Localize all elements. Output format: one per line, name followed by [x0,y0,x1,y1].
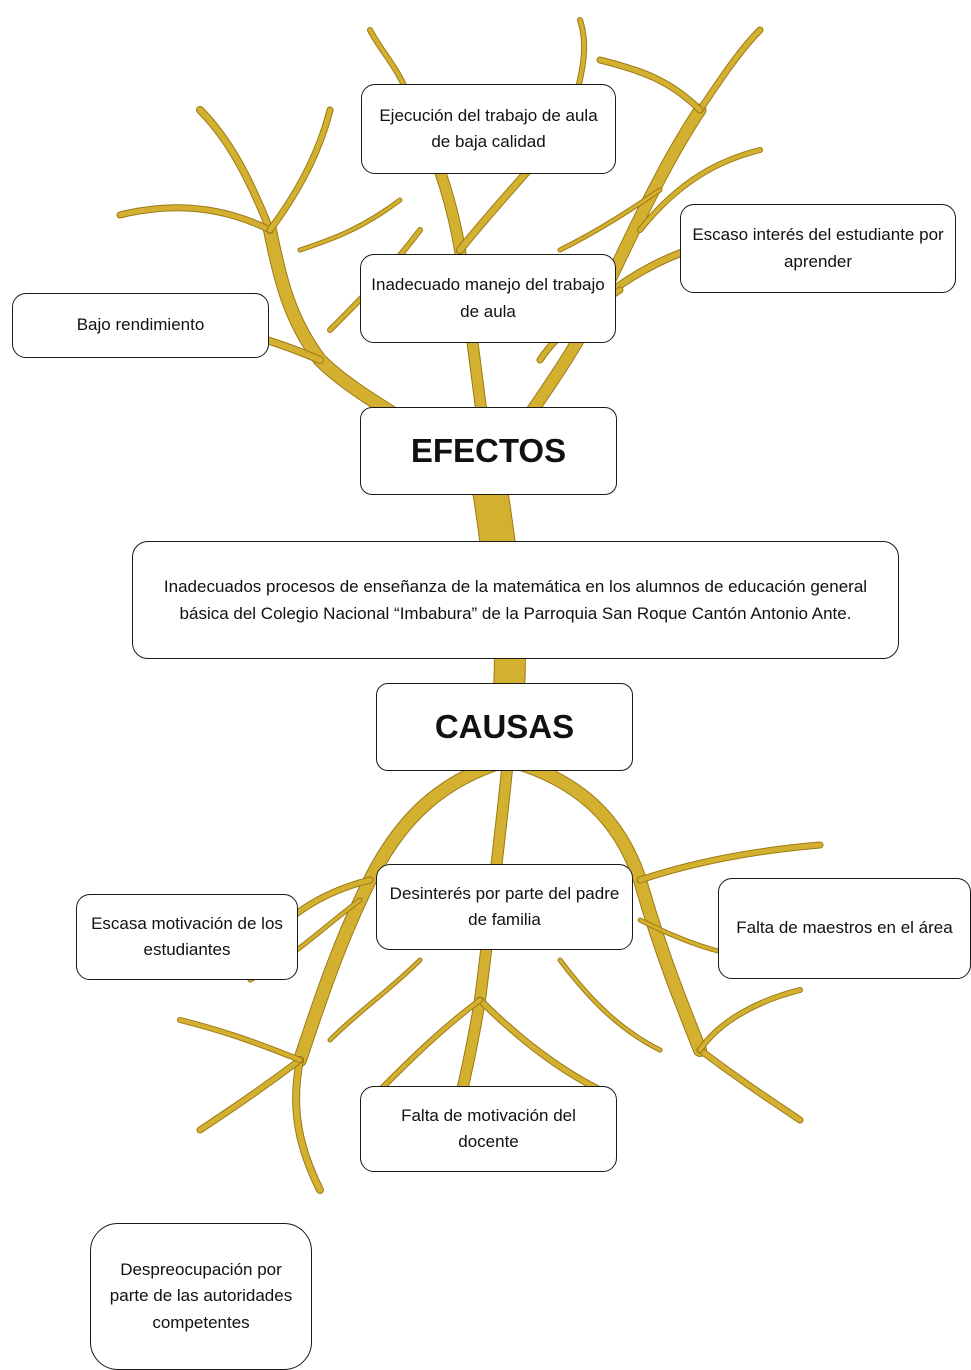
effect-text: Ejecución del trabajo de aula de baja ca… [379,105,598,151]
tree-branch [698,988,802,1052]
cause-box-teacher-motivation: Falta de motivación del docente [360,1086,617,1172]
tree-branch [197,107,273,233]
tree-branch [638,148,762,232]
tree-branch [267,107,333,233]
tree-branch [117,205,273,233]
central-problem-box: Inadecuados procesos de enseñanza de la … [132,541,899,659]
effect-box-low-performance: Bajo rendimiento [12,293,269,358]
effect-text: Inadecuado manejo del trabajo de aula [371,275,605,321]
tree-branch [293,1057,323,1193]
cause-text: Desinterés por parte del padre de famili… [389,883,620,929]
tree-branch [178,1018,302,1062]
central-problem-text: Inadecuados procesos de enseñanza de la … [163,576,868,623]
tree-branch [328,958,422,1042]
tree-branch [637,842,823,883]
effect-box-student-interest: Escaso interés del estudiante por aprend… [680,204,956,293]
tree-branch-shadow [476,996,604,1094]
tree-branch [197,1057,303,1133]
cause-text: Falta de motivación del docente [401,1105,576,1151]
effect-text: Bajo rendimiento [76,315,205,335]
tree-branch-shadow [636,841,824,884]
tree-branch-shadow [297,197,403,253]
cause-box-student-motivation: Escasa motivación de los estudiantes [76,894,298,980]
cause-text: Despreocupación por parte de las autorid… [109,1259,293,1332]
tree-branch-shadow [266,106,334,234]
effects-title-text: EFECTOS [410,432,567,470]
effect-box-classwork-management: Inadecuado manejo del trabajo de aula [360,254,616,343]
tree-branch [697,1047,803,1123]
tree-branch [597,57,703,113]
tree-branch [477,997,603,1093]
tree-branch [378,998,482,1092]
tree-branch [697,27,763,113]
tree-branch [298,198,402,252]
cause-box-parent-disinterest: Desinterés por parte del padre de famili… [376,864,633,950]
effect-text: Escaso interés del estudiante por aprend… [692,225,944,271]
cause-text: Falta de maestros en el área [736,918,953,938]
cause-text: Escasa motivación de los estudiantes [91,913,283,959]
effect-box-classwork-quality: Ejecución del trabajo de aula de baja ca… [361,84,616,174]
causes-title-text: CAUSAS [434,708,575,746]
cause-box-authorities: Despreocupación por parte de las autorid… [90,1223,312,1370]
tree-branch-shadow [697,987,803,1053]
causes-title: CAUSAS [376,683,633,771]
effects-title: EFECTOS [360,407,617,495]
cause-box-lack-of-teachers: Falta de maestros en el área [718,878,971,979]
tree-branch [558,188,662,252]
tree-branch [445,755,513,1145]
tree-branch [558,958,662,1052]
tree-branch-shadow [557,957,663,1053]
